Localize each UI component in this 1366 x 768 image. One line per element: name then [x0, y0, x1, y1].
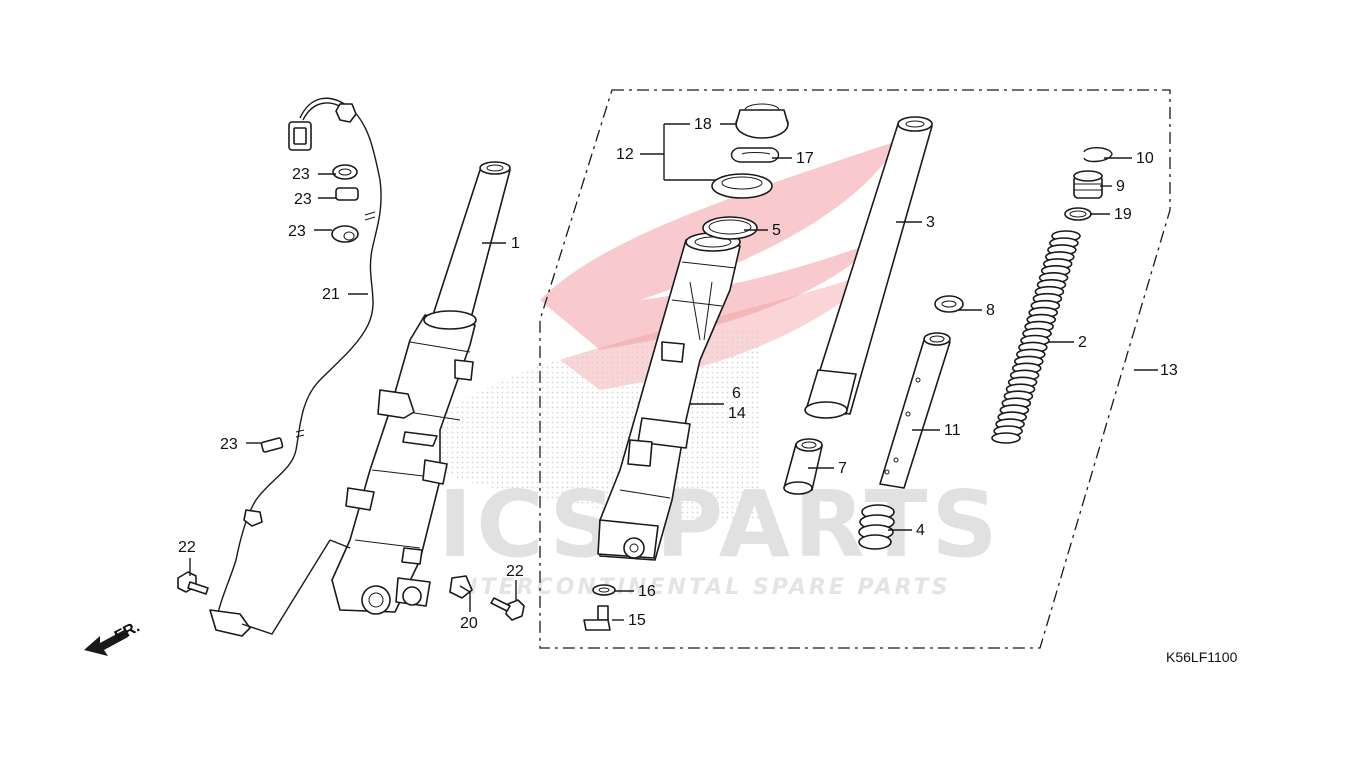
bolts-22 [177, 571, 525, 621]
callout-18: 18 [694, 116, 712, 133]
callout-15: 15 [628, 612, 646, 629]
outer-fork-tube [597, 232, 741, 561]
watermark-tagline: INTERCONTINENTAL SPARE PARTS [448, 575, 950, 600]
callout-7: 7 [838, 460, 847, 477]
assembly-boundary [539, 89, 1171, 649]
callout-1: 1 [511, 235, 520, 252]
front-direction-arrow: FR. [84, 618, 143, 656]
callout-8: 8 [986, 302, 995, 319]
damper-components [783, 295, 964, 550]
spring-and-cap [991, 147, 1113, 444]
diagram-code: K56LF1100 [1166, 649, 1238, 665]
callout-9: 9 [1116, 178, 1125, 195]
callout-14: 14 [728, 405, 746, 422]
callout-12: 12 [616, 146, 634, 163]
leader-lines [189, 123, 1158, 621]
callout-20: 20 [460, 615, 478, 632]
callout-21: 21 [322, 286, 340, 303]
fork-leg-assembly [241, 161, 511, 635]
callout-10: 10 [1136, 150, 1154, 167]
callout-13: 13 [1160, 362, 1178, 379]
watermark-logo: ICS PARTS INTERCONTINENTAL SPARE PARTS [430, 140, 1002, 600]
callout-11: 11 [944, 422, 961, 439]
callout-22-left: 22 [178, 539, 196, 556]
drain-bolt-and-washer [583, 584, 616, 631]
callout-23-b: 23 [294, 191, 312, 208]
seals-and-rings [702, 103, 789, 240]
callout-17: 17 [796, 150, 814, 167]
callout-23-d: 23 [220, 436, 238, 453]
inner-fork-tube [804, 116, 933, 419]
spring-coil [991, 432, 1021, 444]
callout-19: 19 [1114, 206, 1132, 223]
callout-16: 16 [638, 583, 656, 600]
callout-23-c: 23 [288, 223, 306, 240]
callout-5: 5 [772, 222, 781, 239]
callout-3: 3 [926, 214, 935, 231]
callout-22-right: 22 [506, 563, 524, 580]
speed-sensor-harness [209, 97, 382, 637]
callout-4: 4 [916, 522, 925, 539]
callout-6: 6 [732, 385, 741, 402]
callout-labels: 1 2 3 4 5 6 14 7 8 9 10 11 12 13 15 16 1… [178, 116, 1178, 632]
main-coil-spring [991, 230, 1081, 444]
callout-2: 2 [1078, 334, 1087, 351]
watermark-logo-text: ICS PARTS [438, 471, 1002, 578]
callout-23-a: 23 [292, 166, 310, 183]
clamp-group [331, 164, 359, 243]
